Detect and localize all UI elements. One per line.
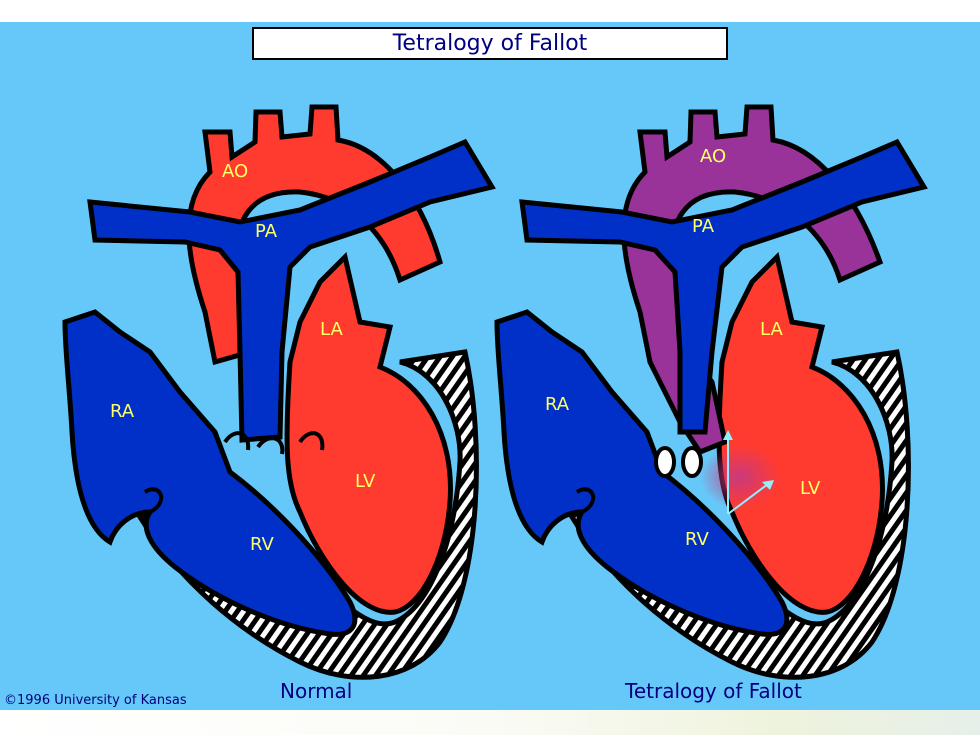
tof-pulmonary-artery <box>519 138 928 435</box>
normal-right-heart <box>62 309 358 637</box>
label-normal-lv: LV <box>355 471 376 492</box>
normal-aorta <box>186 104 443 366</box>
diagram-canvas: Tetralogy of Fallot <box>0 22 980 710</box>
tof-pulmonary-stenosis-left <box>654 446 676 478</box>
label-normal-ra: RA <box>110 401 135 422</box>
copyright-text: ©1996 University of Kansas <box>4 693 187 708</box>
top-margin <box>0 0 980 22</box>
tof-arrow-up-head <box>723 430 733 440</box>
normal-left-heart <box>284 252 453 615</box>
diagram-svg: AO PA LA RA LV RV AO PA LA RA LV RV <box>62 104 928 680</box>
normal-tricuspid-valve <box>143 487 164 514</box>
normal-heart <box>62 104 496 680</box>
diagram-title: Tetralogy of Fallot <box>252 27 728 60</box>
label-tof-ao: AO <box>700 146 726 167</box>
label-normal-la: LA <box>320 319 343 340</box>
label-tof-rv: RV <box>685 529 710 550</box>
tof-tricuspid-valve <box>575 487 596 514</box>
tof-pulmonary-stenosis-right <box>681 446 703 478</box>
tof-arrow-diag-head <box>762 480 774 490</box>
tof-right-heart <box>494 309 790 637</box>
caption-normal: Normal <box>280 679 353 703</box>
tof-arrow-diag <box>727 483 769 515</box>
bottom-margin <box>0 710 980 735</box>
label-tof-lv: LV <box>800 478 821 499</box>
label-normal-pa: PA <box>255 221 278 242</box>
label-tof-pa: PA <box>692 216 715 237</box>
tetralogy-heart <box>494 104 928 680</box>
normal-pulmonary-artery <box>87 138 496 443</box>
caption-tetralogy: Tetralogy of Fallot <box>625 679 802 703</box>
normal-pulmonary-valve <box>223 431 325 455</box>
label-tof-la: LA <box>760 319 783 340</box>
label-normal-rv: RV <box>250 534 275 555</box>
label-normal-ao: AO <box>222 161 248 182</box>
tof-vsd-shunt <box>700 445 780 509</box>
label-tof-ra: RA <box>545 394 570 415</box>
